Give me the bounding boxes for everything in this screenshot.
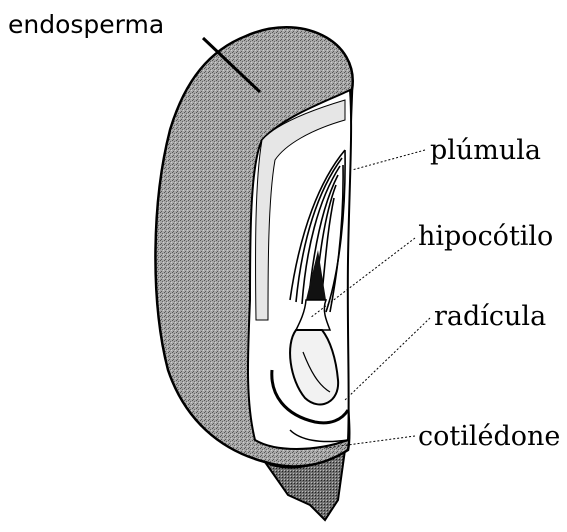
label-hipocotilo: hipocótilo xyxy=(418,223,553,250)
label-radicula: radícula xyxy=(434,303,546,330)
label-plumula: plúmula xyxy=(430,137,541,164)
label-cotiledone: cotilédone xyxy=(418,423,560,450)
leader-plumula xyxy=(352,150,425,170)
leader-radicula xyxy=(345,318,430,400)
label-endosperma: endosperma xyxy=(8,12,164,37)
